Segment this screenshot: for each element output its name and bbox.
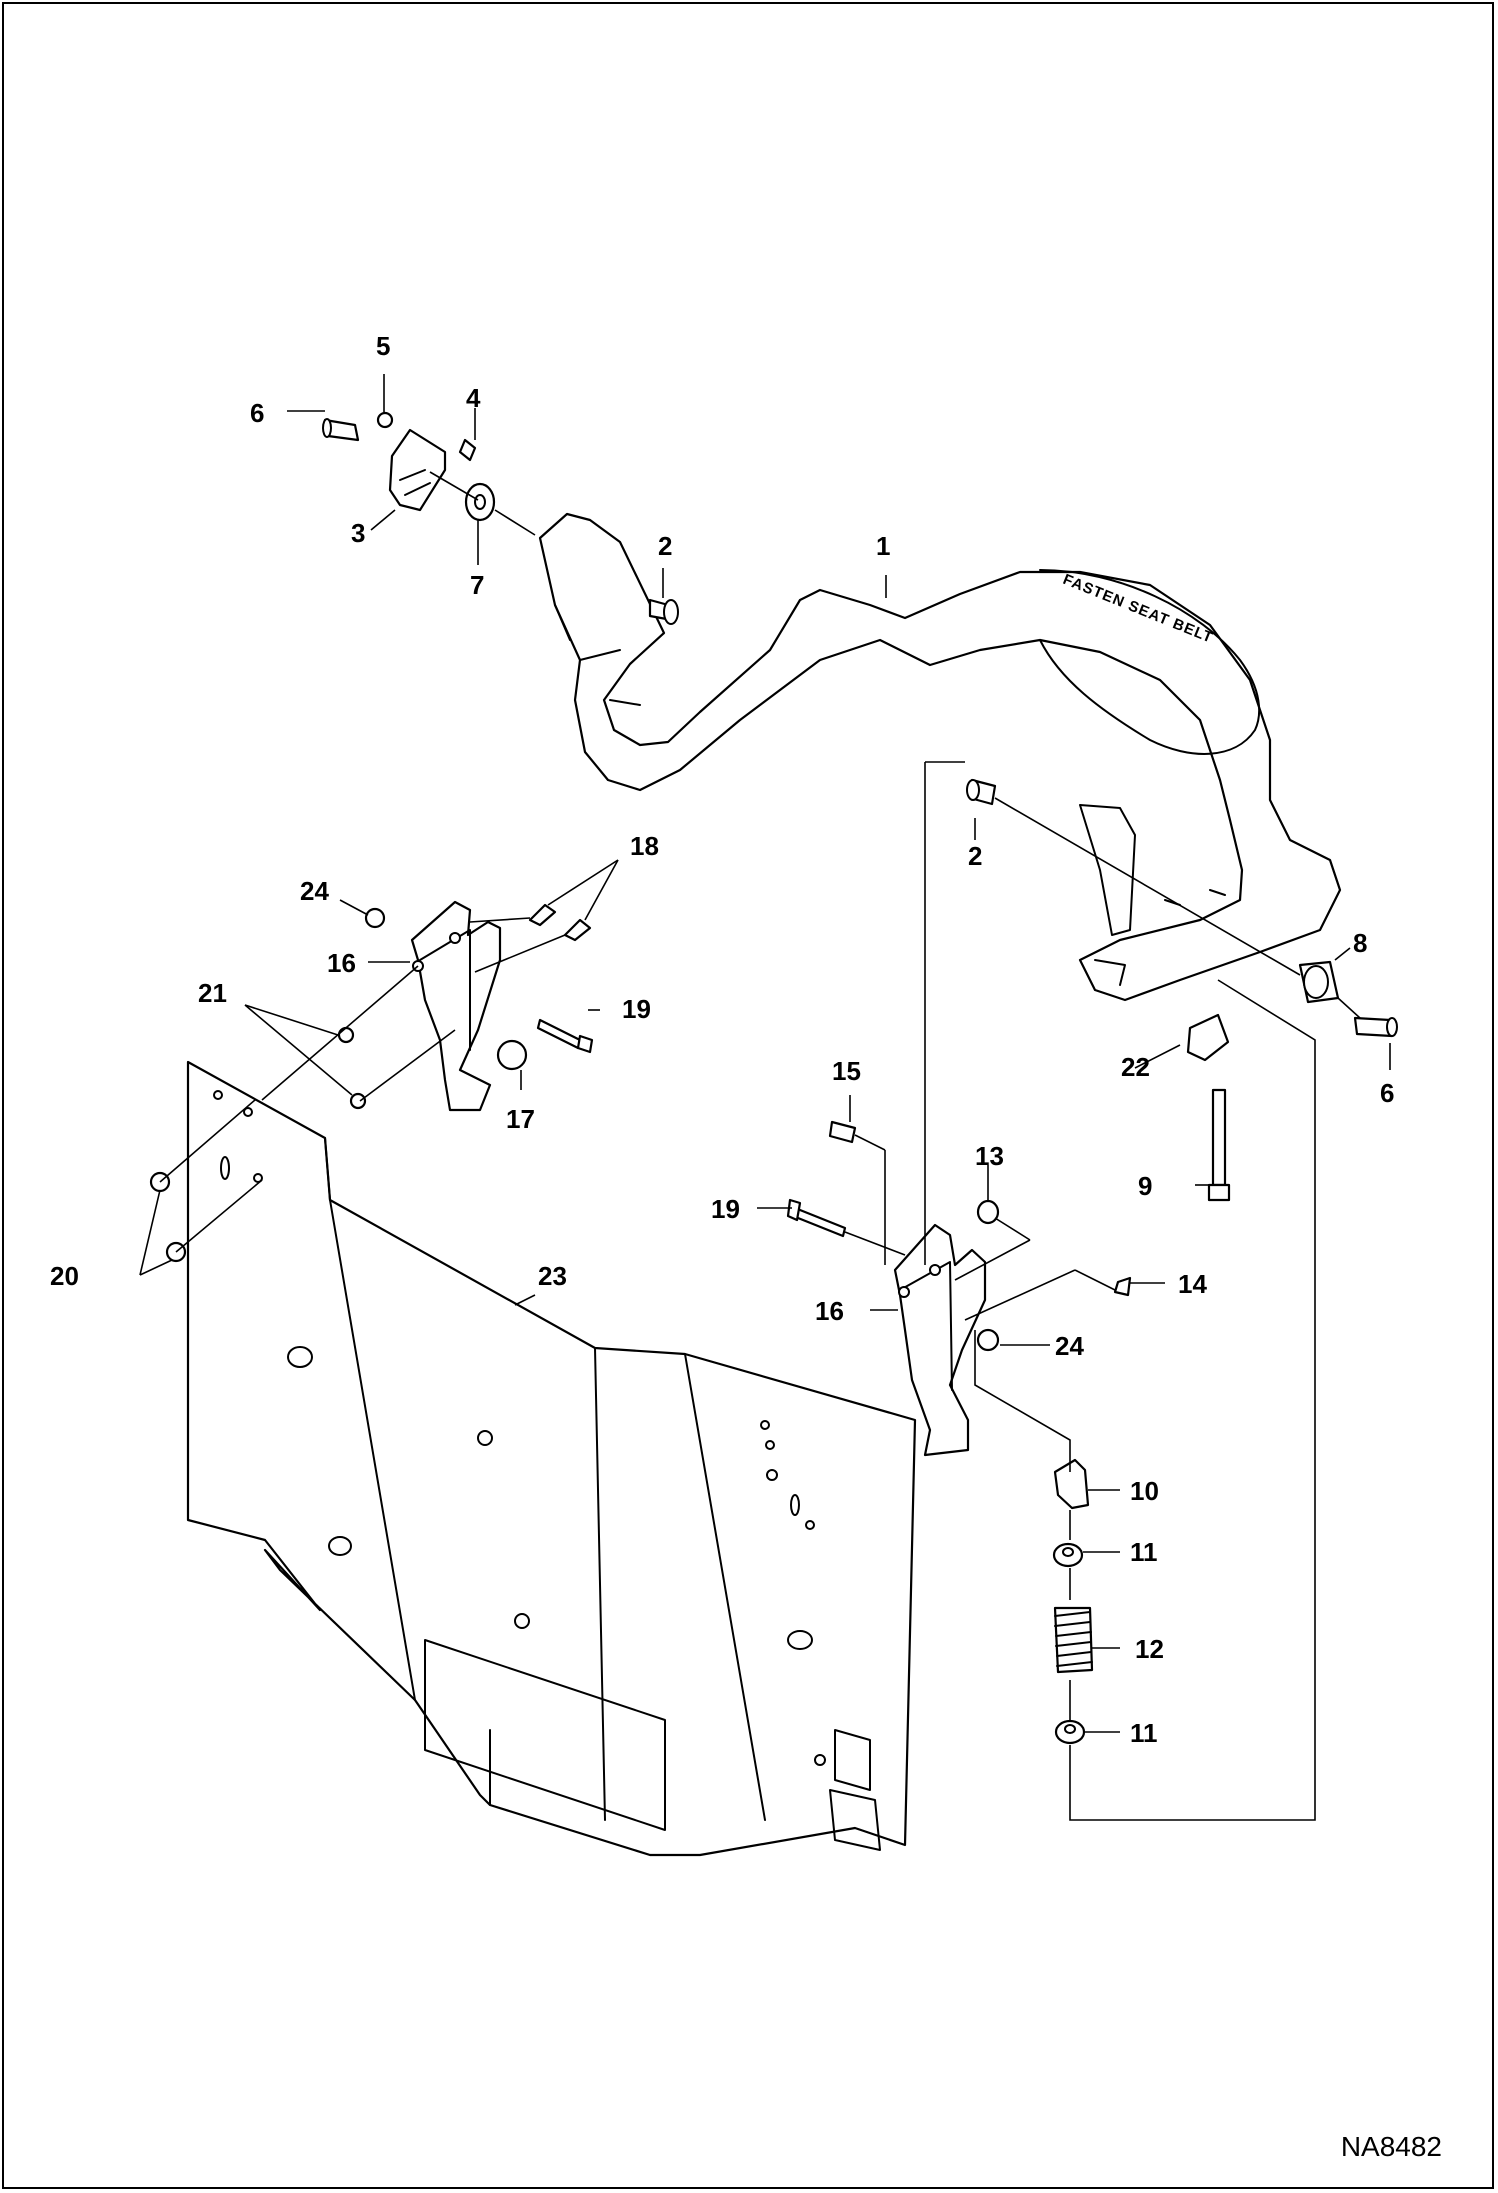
bolt-9 [1207, 1088, 1231, 1202]
callout-19-right: 19 [711, 1194, 740, 1224]
bracket-right [893, 1223, 987, 1457]
pin-15 [828, 1120, 857, 1144]
washer-21-upper [337, 1026, 355, 1044]
callout-2-left: 2 [658, 531, 672, 561]
callout-16-left: 16 [327, 948, 356, 978]
callout-23: 23 [538, 1261, 567, 1291]
nut-24-right [976, 1328, 1000, 1352]
callout-7: 7 [470, 570, 484, 600]
callout-5: 5 [376, 331, 390, 361]
callout-24-right: 24 [1055, 1331, 1084, 1361]
switch-bracket [388, 428, 447, 512]
bracket-left [410, 900, 502, 1112]
callout-12: 12 [1135, 1634, 1164, 1664]
bolt-4 [458, 438, 477, 462]
clevis-10 [1053, 1458, 1090, 1510]
plug-17 [496, 1039, 528, 1071]
seat-bar: FASTEN SEAT BELT [538, 512, 1342, 1002]
drawing-number: NA8482 [1340, 2131, 1442, 2162]
nut-5 [376, 411, 394, 429]
callout-9: 9 [1138, 1171, 1152, 1201]
callout-24-left: 24 [300, 876, 329, 906]
callout-11-upper: 11 [1130, 1537, 1158, 1567]
callout-2-right: 2 [968, 841, 982, 871]
spring-seat-11-lower [1054, 1719, 1086, 1745]
nut-24-left [364, 907, 386, 929]
spring-seat-11-upper [1052, 1542, 1084, 1568]
clip-14 [1113, 1276, 1132, 1297]
callout-18: 18 [630, 831, 659, 861]
bushing-2-left [648, 598, 679, 625]
callout-3: 3 [351, 518, 365, 548]
pin-6-left [322, 418, 360, 442]
pin-6-right [1353, 1016, 1398, 1038]
bushing-13 [976, 1199, 1000, 1225]
spacer-8 [1298, 960, 1340, 1004]
bolt-18-lower [563, 918, 592, 942]
callout-1: 1 [876, 531, 890, 561]
callout-21: 21 [198, 978, 227, 1008]
bolt-19-left [536, 1018, 594, 1054]
callout-14: 14 [1178, 1269, 1207, 1299]
bolt-19-right [786, 1198, 847, 1238]
bushing-7 [464, 482, 496, 522]
callout-8: 8 [1353, 928, 1367, 958]
callout-17: 17 [506, 1104, 535, 1134]
callout-16-right: 16 [815, 1296, 844, 1326]
callout-13: 13 [975, 1141, 1004, 1171]
callout-4: 4 [466, 383, 481, 413]
assembly-lines [159, 471, 1361, 1821]
clip-22 [1186, 1013, 1230, 1062]
callout-15: 15 [832, 1056, 861, 1086]
callout-19-left: 19 [622, 994, 651, 1024]
callout-22: 22 [1121, 1052, 1150, 1082]
spring-12 [1053, 1606, 1094, 1674]
callout-20: 20 [50, 1261, 79, 1291]
washer-21-lower [349, 1092, 367, 1110]
callout-6-right: 6 [1380, 1078, 1394, 1108]
callout-leaders [139, 374, 1391, 1733]
bushing-2-right [966, 778, 997, 806]
callout-11-lower: 11 [1130, 1718, 1158, 1748]
callout-10: 10 [1130, 1476, 1159, 1506]
panel [186, 1060, 917, 1857]
bolt-18-upper [528, 903, 557, 927]
callout-labels: 1 2 2 3 4 5 6 6 7 8 9 10 11 12 11 13 14 … [50, 331, 1394, 1748]
callout-6-left: 6 [250, 398, 264, 428]
